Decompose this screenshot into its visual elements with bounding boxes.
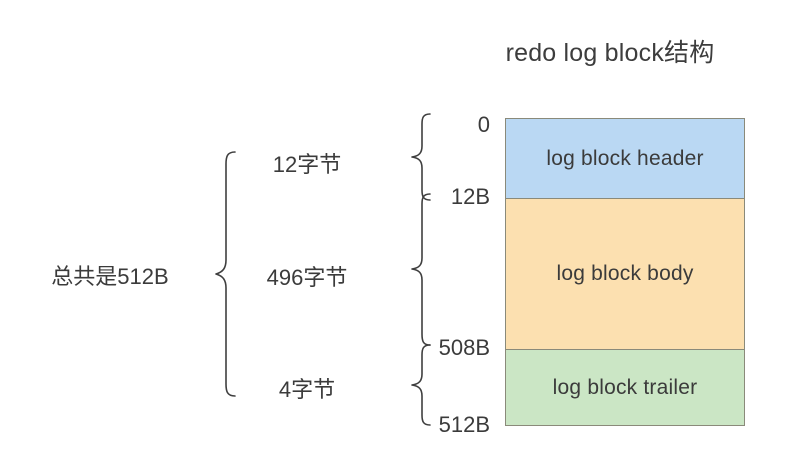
redo-log-block-stack: log block header log block body log bloc… [505, 118, 745, 426]
offset-label-start: 0 [477, 112, 490, 137]
total-size-label: 总共是512B [51, 264, 169, 289]
block-log-block-body: log block body [505, 198, 745, 349]
header-size-brace [411, 113, 431, 201]
header-size-label: 12字节 [272, 152, 342, 177]
block-log-block-header: log block header [505, 118, 745, 198]
trailer-size-label: 4字节 [278, 377, 336, 402]
offset-label-12b: 12B [450, 184, 490, 209]
offset-label-512b: 512B [438, 412, 490, 437]
offset-label-508b: 508B [438, 335, 490, 360]
body-size-label: 496字节 [266, 265, 348, 290]
total-size-brace [215, 151, 236, 397]
body-size-brace [411, 193, 431, 346]
block-log-block-trailer: log block trailer [505, 349, 745, 426]
diagram-title: redo log block结构 [505, 39, 715, 67]
trailer-size-brace [411, 344, 431, 426]
